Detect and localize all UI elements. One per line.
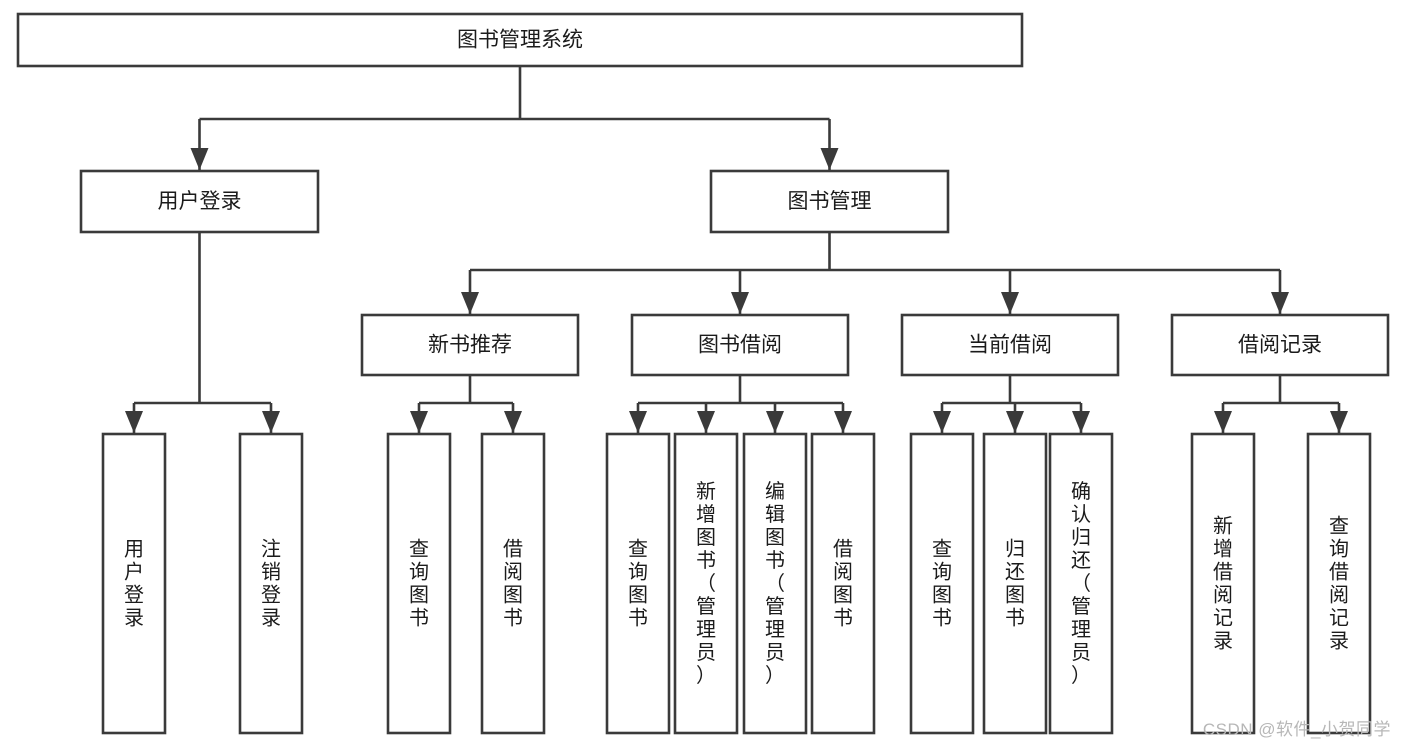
arrow-head-icon <box>933 411 951 433</box>
node-label-leaf-9: 归还图书 <box>1005 537 1025 629</box>
arrow-head-icon <box>1001 292 1019 314</box>
node-label-level3-3: 借阅记录 <box>1238 334 1322 357</box>
node-label-leaf-4: 查询图书 <box>628 537 648 629</box>
nodes-layer: 图书管理系统用户登录图书管理新书推荐图书借阅当前借阅借阅记录用户登录注销登录查询… <box>16 12 1390 735</box>
node-leaf-6[interactable] <box>742 432 808 735</box>
node-label-leaf-5: 新增图书（管理员） <box>696 480 716 687</box>
arrow-head-icon <box>504 411 522 433</box>
arrow-head-icon <box>190 148 209 170</box>
node-label-leaf-11: 新增借阅记录 <box>1213 514 1233 652</box>
node-label-leaf-3: 借阅图书 <box>503 537 523 629</box>
node-label-leaf-6: 编辑图书（管理员） <box>765 480 785 687</box>
node-leaf-12[interactable] <box>1306 432 1372 735</box>
node-label-leaf-1: 注销登录 <box>261 537 281 629</box>
arrow-head-icon <box>1214 411 1232 433</box>
node-label-level2-0: 用户登录 <box>158 190 242 213</box>
arrow-head-icon <box>766 411 784 433</box>
arrow-head-icon <box>1271 292 1289 314</box>
node-leaf-10[interactable] <box>1048 432 1114 735</box>
node-leaf-3[interactable] <box>480 432 546 735</box>
node-leaf-4[interactable] <box>605 432 671 735</box>
arrow-head-icon <box>731 292 749 314</box>
node-label-level3-2: 当前借阅 <box>968 334 1052 357</box>
arrow-head-icon <box>262 411 280 433</box>
node-leaf-9[interactable] <box>982 432 1048 735</box>
node-label-level3-0: 新书推荐 <box>428 334 512 357</box>
arrow-head-icon <box>629 411 647 433</box>
arrow-head-icon <box>1072 411 1090 433</box>
arrow-head-icon <box>1330 411 1348 433</box>
node-leaf-0[interactable] <box>101 432 167 735</box>
node-leaf-8[interactable] <box>909 432 975 735</box>
arrow-head-icon <box>410 411 428 433</box>
arrow-head-icon <box>461 292 479 314</box>
node-leaf-11[interactable] <box>1190 432 1256 735</box>
node-leaf-1[interactable] <box>238 432 304 735</box>
node-leaf-5[interactable] <box>673 432 739 735</box>
node-level3-2[interactable] <box>900 313 1120 377</box>
node-label-leaf-8: 查询图书 <box>932 537 952 629</box>
node-label-level2-1: 图书管理 <box>788 190 872 213</box>
node-level3-1[interactable] <box>630 313 850 377</box>
node-level3-0[interactable] <box>360 313 580 377</box>
watermark-label: CSDN @软件_小贺同学 <box>1202 720 1391 739</box>
node-level3-3[interactable] <box>1170 313 1390 377</box>
node-level2-1[interactable] <box>709 169 950 234</box>
arrow-head-icon <box>1006 411 1024 433</box>
node-label-leaf-12: 查询借阅记录 <box>1329 514 1349 652</box>
arrow-head-icon <box>834 411 852 433</box>
arrow-head-icon <box>697 411 715 433</box>
node-label-leaf-7: 借阅图书 <box>833 537 853 629</box>
connectors-layer <box>125 66 1348 433</box>
node-label-leaf-10: 确认归还（管理员） <box>1071 480 1091 687</box>
node-root-图书管理系统[interactable] <box>16 12 1024 68</box>
node-label-level3-1: 图书借阅 <box>698 334 782 357</box>
node-leaf-2[interactable] <box>386 432 452 735</box>
node-leaf-7[interactable] <box>810 432 876 735</box>
node-label-leaf-0: 用户登录 <box>124 538 144 629</box>
node-level2-0[interactable] <box>79 169 320 234</box>
node-label-leaf-2: 查询图书 <box>409 537 429 629</box>
arrow-head-icon <box>820 148 839 170</box>
node-label-root: 图书管理系统 <box>457 29 583 52</box>
arrow-head-icon <box>125 411 143 433</box>
